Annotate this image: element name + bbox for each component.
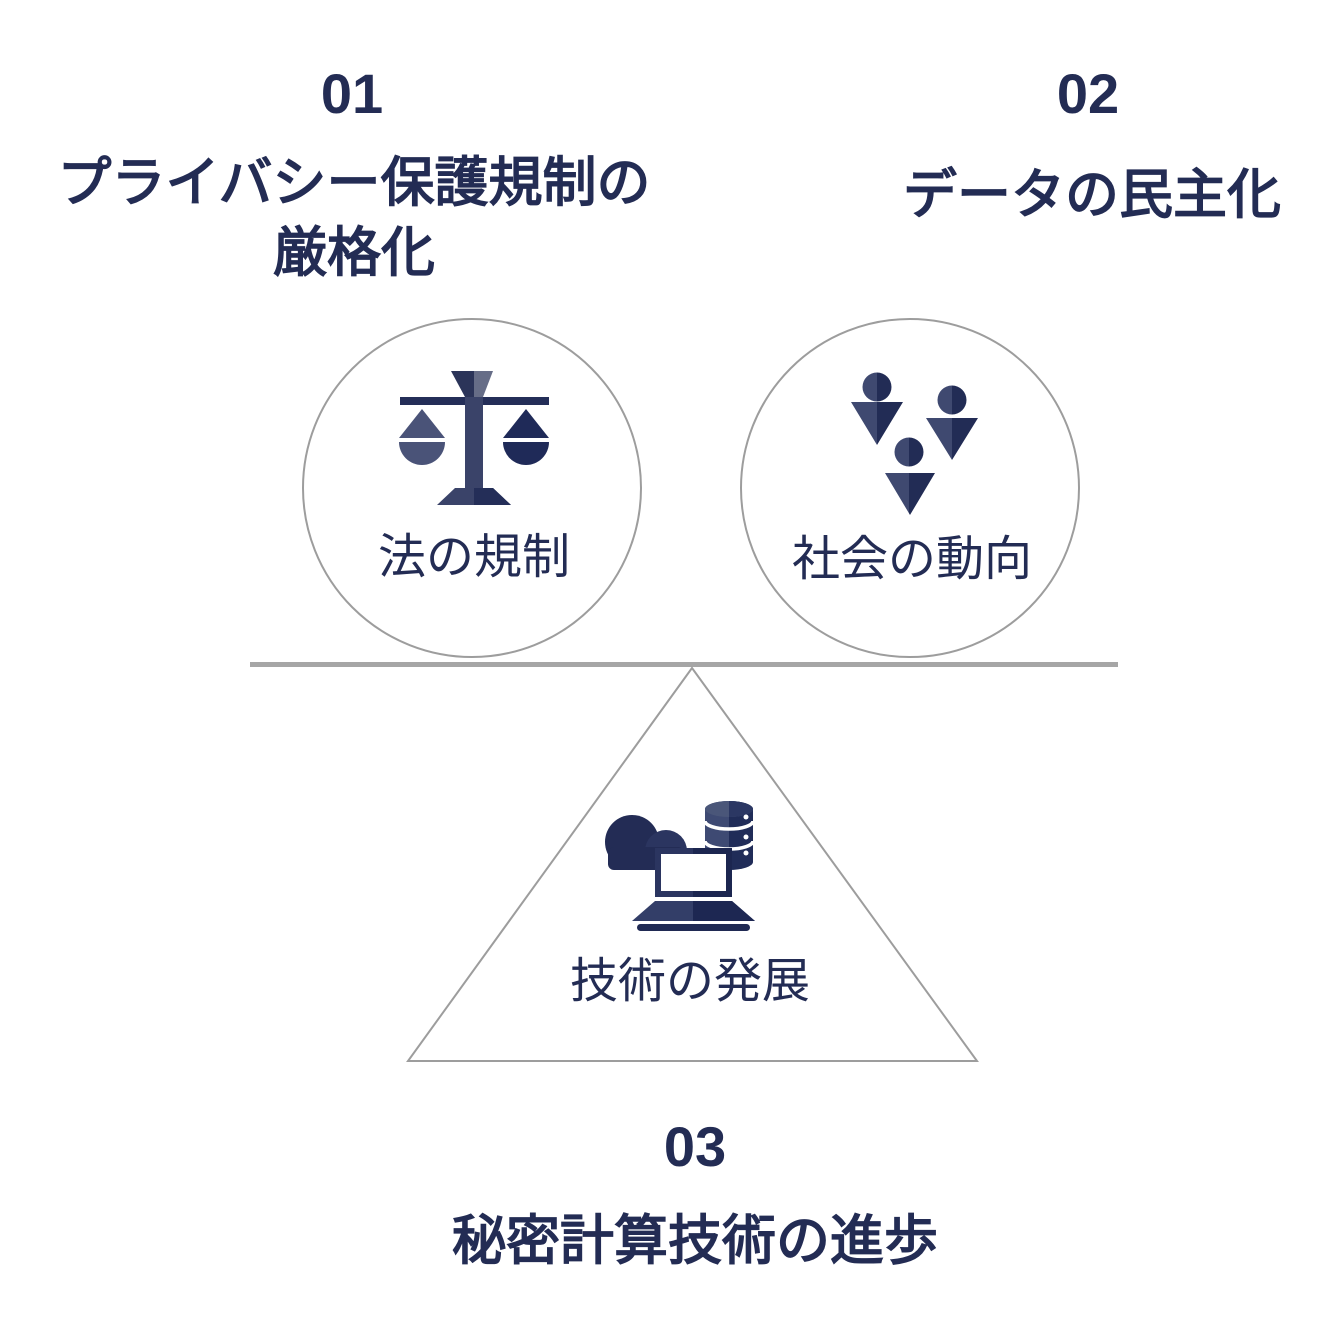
factor-02-number: 02 — [1056, 62, 1120, 125]
cloud-database-laptop-icon — [598, 795, 758, 935]
technology-development-label: 技術の発展 — [569, 955, 811, 1008]
balance-plank-line — [250, 662, 1118, 667]
factor-01-number: 01 — [320, 62, 384, 125]
factor-03-title: 秘密計算技術の進歩 — [452, 1211, 938, 1271]
law-regulation-label: 法の規制 — [377, 531, 571, 584]
people-group-icon — [845, 368, 980, 518]
factor-02-title: データの民主化 — [903, 165, 1281, 225]
factor-03-number: 03 — [663, 1115, 727, 1178]
scales-of-justice-icon — [396, 368, 552, 508]
social-trends-label: 社会の動向 — [791, 533, 1033, 586]
factor-01-title: プライバシー保護規制の 厳格化 — [57, 153, 651, 284]
